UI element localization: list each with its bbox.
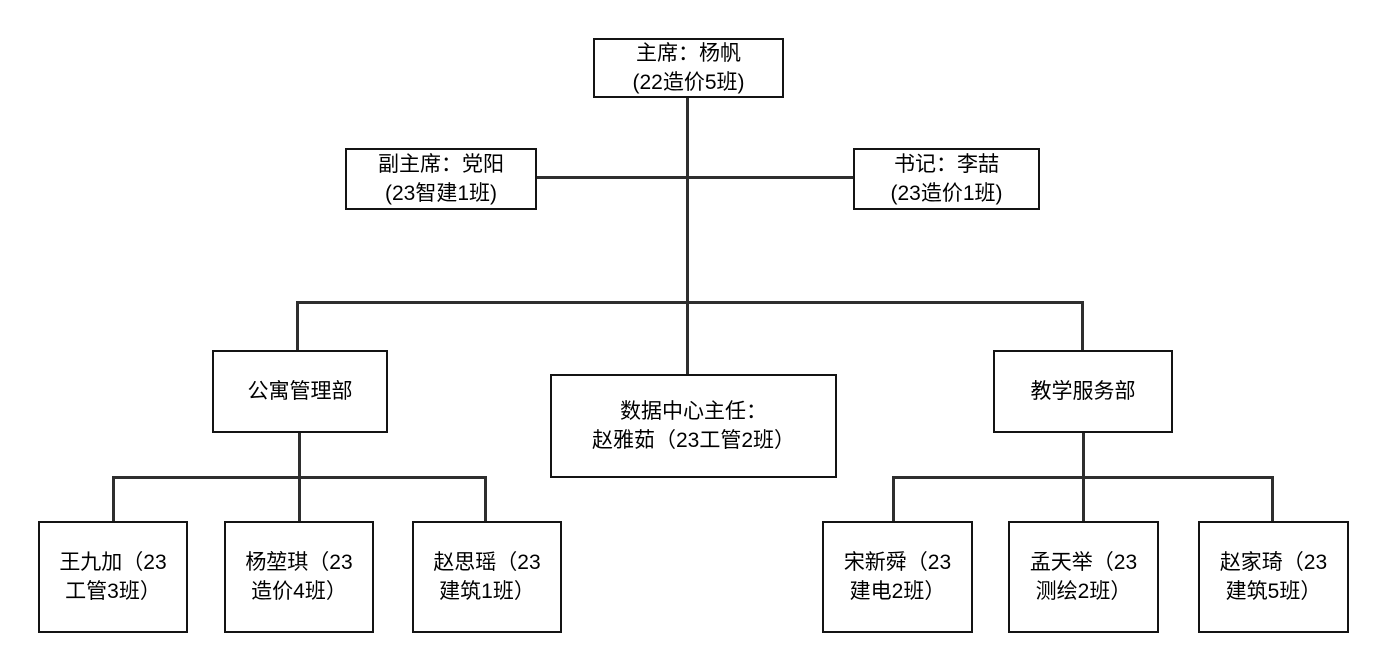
org-node-label: 公寓管理部 <box>247 380 353 403</box>
connector-teaching-dept-down <box>1082 433 1085 478</box>
connector-chairman-to-main <box>686 98 689 374</box>
org-node-label: 王九加（23 <box>59 551 167 574</box>
org-node-member-wangjiujia: 王九加（23 工管3班） <box>38 521 188 633</box>
org-node-class: 测绘2班） <box>1035 580 1132 603</box>
org-node-member-mengtianju: 孟天举（23 测绘2班） <box>1008 521 1159 633</box>
connector-drop-member-3 <box>484 476 487 521</box>
org-node-label: 赵家琦（23 <box>1219 551 1328 574</box>
org-node-label: 宋新舜（23 <box>843 551 952 574</box>
org-node-class: (23智建1班) <box>384 182 498 205</box>
org-node-secretary: 书记：李喆 (23造价1班) <box>853 148 1040 210</box>
connector-main-branch <box>296 301 1084 304</box>
org-node-member-zhaosiyao: 赵思瑶（23 建筑1班） <box>412 521 562 633</box>
connector-drop-apartment-dept <box>296 301 299 350</box>
org-node-apartment-dept: 公寓管理部 <box>212 350 388 433</box>
org-node-member-yangkunqi: 杨堃琪（23 造价4班） <box>224 521 374 633</box>
org-node-label: 数据中心主任： <box>620 400 767 423</box>
connector-drop-member-4 <box>892 476 895 521</box>
connector-drop-member-6 <box>1271 476 1274 521</box>
connector-drop-member-2 <box>298 476 301 521</box>
connector-drop-member-1 <box>112 476 115 521</box>
org-node-label: 杨堃琪（23 <box>245 551 353 574</box>
org-node-class: 造价4班） <box>251 580 347 603</box>
org-node-class: 建筑5班） <box>1225 580 1322 603</box>
org-node-label: 赵思瑶（23 <box>433 551 541 574</box>
connector-apartment-dept-down <box>298 433 301 478</box>
org-node-class: 赵雅茹（23工管2班） <box>591 429 796 452</box>
org-node-label: 主席：杨帆 <box>636 42 741 65</box>
org-node-teaching-dept: 教学服务部 <box>993 350 1173 433</box>
org-node-label: 教学服务部 <box>1030 380 1136 403</box>
org-node-class: 工管3班） <box>65 580 161 603</box>
org-node-vice-chairman: 副主席：党阳 (23智建1班) <box>345 148 537 210</box>
org-node-member-zhaojiaqi: 赵家琦（23 建筑5班） <box>1198 521 1349 633</box>
org-node-class: 建筑1班） <box>439 580 535 603</box>
org-node-label: 副主席：党阳 <box>378 153 504 176</box>
org-node-member-songxinshun: 宋新舜（23 建电2班） <box>822 521 973 633</box>
connector-drop-teaching-dept <box>1081 301 1084 350</box>
connector-drop-member-5 <box>1082 476 1085 521</box>
org-node-class: (23造价1班) <box>890 182 1003 205</box>
org-node-class: (22造价5班) <box>632 71 745 94</box>
org-node-chairman: 主席：杨帆 (22造价5班) <box>593 38 784 98</box>
connector-vice-secretary <box>537 176 853 179</box>
org-node-data-center: 数据中心主任： 赵雅茹（23工管2班） <box>550 374 837 478</box>
org-node-label: 书记：李喆 <box>894 153 999 176</box>
org-node-class: 建电2班） <box>849 580 946 603</box>
org-node-label: 孟天举（23 <box>1029 551 1138 574</box>
